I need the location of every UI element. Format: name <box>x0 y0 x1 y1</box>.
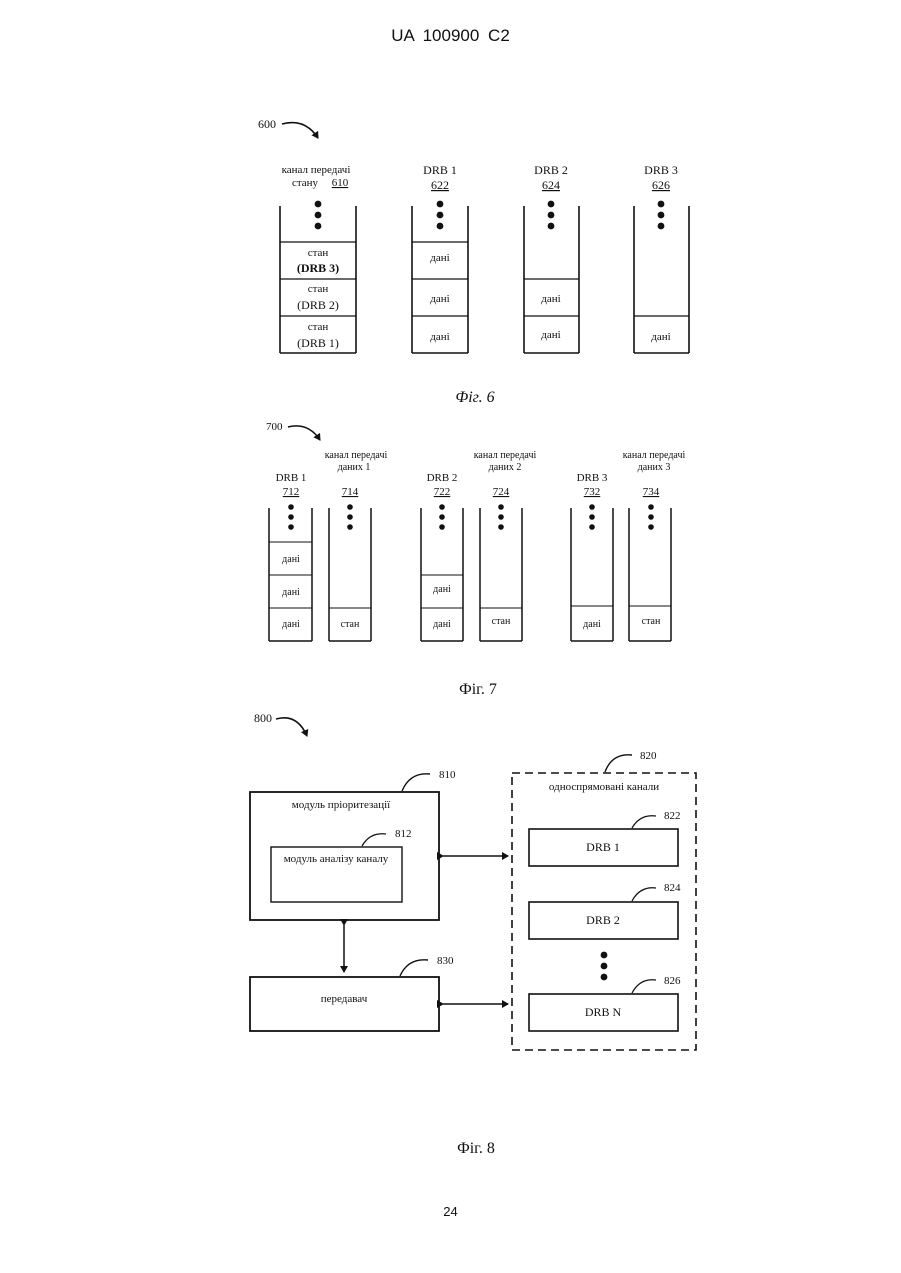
fig7-drb3-id: 732 <box>584 486 601 498</box>
fig8-drb2-leader <box>632 888 656 901</box>
fig7-ref: 700 <box>266 421 283 433</box>
fig6-drb3-id: 626 <box>652 178 670 192</box>
fig7-drb2-label: DRB 2 <box>427 472 458 484</box>
figure-6: 600 канал передачі стану 610 стан (DRB 3… <box>258 117 689 406</box>
fig6-drb1-label: DRB 1 <box>423 163 457 177</box>
fig6-drb3-label: DRB 3 <box>644 163 678 177</box>
fig7-caption: Фіг. 7 <box>459 681 497 698</box>
fig7-chan3-label: канал передачі <box>623 450 686 461</box>
fig6-state-channel-id: 610 <box>332 177 349 189</box>
fig8-channels-label: односпрямовані канали <box>549 781 659 793</box>
fig6-state-channel-label2: стану <box>292 177 319 189</box>
page-number: 24 <box>0 1204 901 1219</box>
fig7-drb1-cell-3: дані <box>282 619 300 630</box>
fig8-analysis-id: 812 <box>395 828 412 840</box>
fig7-drb2-cell-1: дані <box>433 584 451 595</box>
fig8-prioritization-id: 810 <box>439 769 456 781</box>
fig7-chan3-label2: даних 3 <box>638 462 671 473</box>
fig8-drb1-leader <box>632 816 656 828</box>
fig7-chan2-label: канал передачі <box>474 450 537 461</box>
fig8-ellipsis <box>601 952 608 981</box>
fig8-drb2-id: 824 <box>664 882 681 894</box>
fig7-chan3-id: 734 <box>643 486 660 498</box>
fig7-drb1-label: DRB 1 <box>276 472 307 484</box>
fig6-drb1-id: 622 <box>431 178 449 192</box>
fig8-prioritization-label: модуль пріоритезації <box>292 799 391 811</box>
fig7-chan2-id: 724 <box>493 486 510 498</box>
fig6-drb2-id: 624 <box>542 178 560 192</box>
fig7-drb2-cell-2: дані <box>433 619 451 630</box>
fig6-state-cell-1-line2: (DRB 1) <box>297 336 339 350</box>
fig6-drb2-label: DRB 2 <box>534 163 568 177</box>
fig6-ref-arrow <box>282 123 318 138</box>
fig8-transmitter-id: 830 <box>437 955 454 967</box>
fig6-state-cell-2-line1: стан <box>308 283 329 295</box>
fig8-channels-id: 820 <box>640 750 657 762</box>
fig7-drb2-id: 722 <box>434 486 451 498</box>
fig6-drb2-cell-2: дані <box>541 329 560 341</box>
fig7-chan1-id: 714 <box>342 486 359 498</box>
fig8-drbn-label: DRB N <box>585 1005 622 1019</box>
fig7-chan2-cell-1: стан <box>492 616 511 627</box>
fig7-drb3-label: DRB 3 <box>577 472 608 484</box>
fig6-state-channel-label: канал передачі <box>282 164 351 176</box>
fig6-drb1-cell-3: дані <box>430 331 449 343</box>
fig7-drb1-cell-2: дані <box>282 587 300 598</box>
fig6-drb1-cell-2: дані <box>430 293 449 305</box>
fig6-state-cell-3-line2: (DRB 3) <box>297 261 339 275</box>
fig8-transmitter-label: передавач <box>321 993 368 1005</box>
fig6-caption: Фіг. 6 <box>455 389 494 406</box>
figure-7: 700 канал передачі даних 1 DRB 1 712 714… <box>266 421 685 698</box>
figure-8: 800 модуль пріоритезації 810 модуль анал… <box>250 711 696 1157</box>
fig7-drb3-cell-1: дані <box>583 619 601 630</box>
fig7-drb1-id: 712 <box>283 486 300 498</box>
fig7-chan1-label: канал передачі <box>325 450 388 461</box>
fig7-drb1-cell-1: дані <box>282 554 300 565</box>
fig8-prioritization-leader <box>402 774 430 791</box>
fig8-channels-leader <box>605 755 632 772</box>
fig8-drb2-label: DRB 2 <box>586 913 620 927</box>
fig7-chan2-label2: даних 2 <box>489 462 522 473</box>
fig8-transmitter-leader <box>400 960 428 976</box>
fig8-analysis-leader <box>362 834 386 846</box>
fig8-drb1-id: 822 <box>664 810 681 822</box>
fig6-drb1-cell-1: дані <box>430 252 449 264</box>
fig8-ref-arrow <box>276 718 307 736</box>
fig7-chan3-cell-1: стан <box>642 616 661 627</box>
fig7-chan1-cell-1: стан <box>341 619 360 630</box>
fig8-drbn-id: 826 <box>664 975 681 987</box>
fig6-state-cell-1-line1: стан <box>308 321 329 333</box>
fig8-drb1-label: DRB 1 <box>586 840 620 854</box>
fig6-ref: 600 <box>258 117 276 131</box>
fig8-drbn-leader <box>632 980 656 993</box>
fig6-drb3-cell-1: дані <box>651 331 670 343</box>
fig8-caption: Фіг. 8 <box>457 1140 495 1157</box>
fig7-chan1-label2: даних 1 <box>338 462 371 473</box>
fig6-state-cell-2-line2: (DRB 2) <box>297 298 339 312</box>
fig6-state-cell-3-line1: стан <box>308 247 329 259</box>
fig8-analysis-label: модуль аналізу каналу <box>284 853 389 865</box>
fig8-ref: 800 <box>254 711 272 725</box>
fig6-drb2-cell-1: дані <box>541 293 560 305</box>
fig7-ref-arrow <box>288 426 320 440</box>
